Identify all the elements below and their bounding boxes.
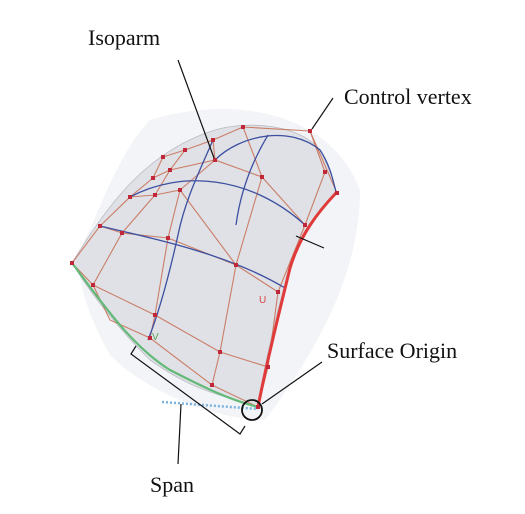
control-vertices — [70, 125, 339, 409]
span-leader — [177, 403, 182, 465]
isoparm-leader — [177, 59, 215, 159]
u-direction-glyph: U — [259, 295, 266, 306]
surface-origin-label: Surface Origin — [327, 338, 457, 363]
span-label: Span — [150, 472, 194, 497]
isoparm-label: Isoparm — [88, 25, 160, 50]
u-edge-curve — [256, 191, 338, 408]
control-vertex-label: Control vertex — [344, 84, 472, 109]
span-bracket — [130, 345, 246, 435]
control-vertex-leader — [311, 97, 334, 130]
v-edge-curve — [71, 262, 259, 409]
surface-tick — [295, 235, 325, 249]
v-direction-glyph: V — [152, 332, 159, 343]
surface-origin-marker — [241, 399, 263, 421]
surface-origin-leader — [261, 361, 323, 405]
